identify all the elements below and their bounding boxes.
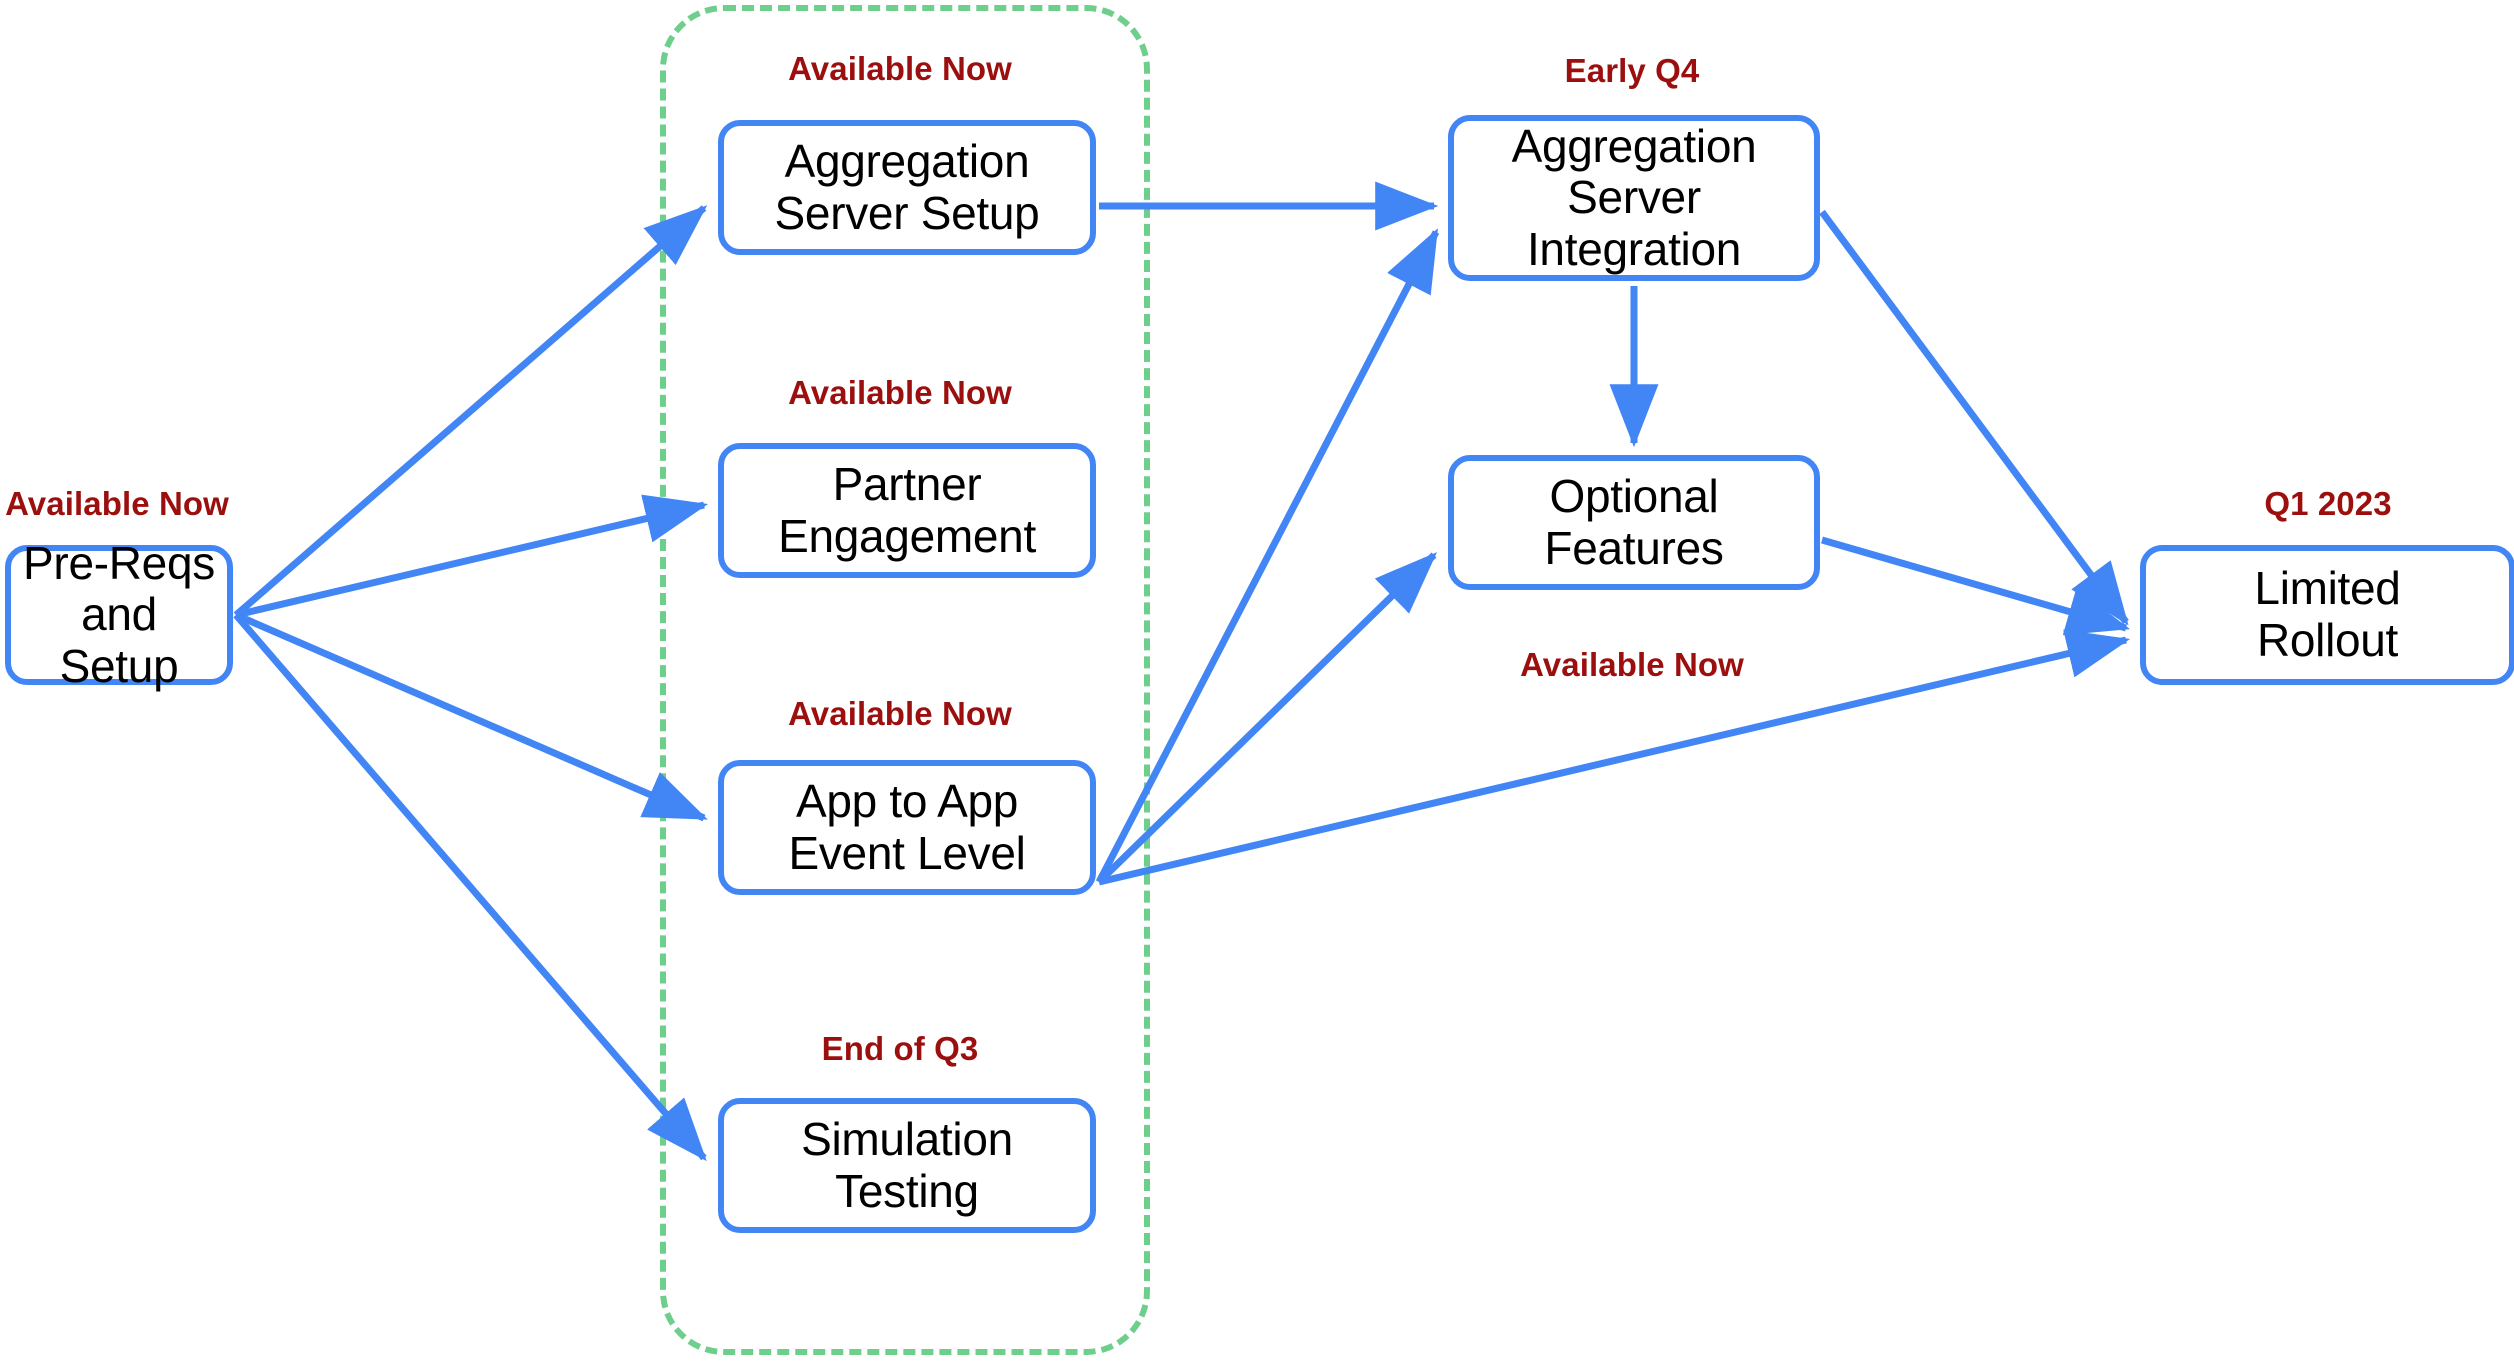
status-limited-rollout: Q1 2023 bbox=[2264, 485, 2392, 522]
node-label: App to App Event Level bbox=[788, 774, 1026, 879]
status-aggregation-server-integration: Early Q4 bbox=[1564, 52, 1700, 89]
node-label: Aggregation Server Setup bbox=[774, 134, 1040, 239]
node-label: Limited Rollout bbox=[2254, 562, 2401, 666]
edge-prereqs-to-simulation-testing bbox=[233, 612, 707, 1162]
edge-optional-to-limited-rollout bbox=[1821, 536, 2131, 636]
status-optional-features: Available Now bbox=[1520, 646, 1744, 683]
edge-prereqs-to-partner-engagement bbox=[235, 494, 709, 619]
edge-prereqs-to-aggregation-setup bbox=[233, 205, 708, 618]
edge-integration-to-limited-rollout bbox=[1819, 209, 2129, 626]
node-label: Partner Engagement bbox=[778, 457, 1036, 562]
node-partner-engagement[interactable]: Partner Engagement bbox=[718, 443, 1096, 578]
node-label: Pre-Reqs and Setup bbox=[23, 536, 215, 692]
node-aggregation-server-setup[interactable]: Aggregation Server Setup bbox=[718, 120, 1096, 255]
node-label: Simulation Testing bbox=[801, 1112, 1013, 1217]
node-app-to-app-event-level[interactable]: App to App Event Level bbox=[718, 760, 1096, 895]
edge-prereqs-to-app-to-app bbox=[234, 611, 708, 822]
node-optional-features[interactable]: Optional Features bbox=[1448, 455, 1820, 590]
node-simulation-testing[interactable]: Simulation Testing bbox=[718, 1098, 1096, 1233]
node-label: Aggregation Server Integration bbox=[1511, 119, 1757, 275]
status-app-to-app-event-level: Available Now bbox=[788, 695, 1012, 732]
status-simulation-testing: End of Q3 bbox=[821, 1030, 979, 1067]
node-aggregation-server-integration[interactable]: Aggregation Server Integration bbox=[1448, 115, 1820, 281]
node-pre-reqs[interactable]: Pre-Reqs and Setup bbox=[5, 537, 233, 691]
node-label: Optional Features bbox=[1544, 469, 1724, 574]
status-pre-reqs: Available Now bbox=[5, 485, 229, 522]
status-aggregation-server-setup: Available Now bbox=[788, 50, 1012, 87]
node-limited-rollout[interactable]: Limited Rollout bbox=[2140, 545, 2514, 685]
status-partner-engagement: Available Now bbox=[788, 374, 1012, 411]
